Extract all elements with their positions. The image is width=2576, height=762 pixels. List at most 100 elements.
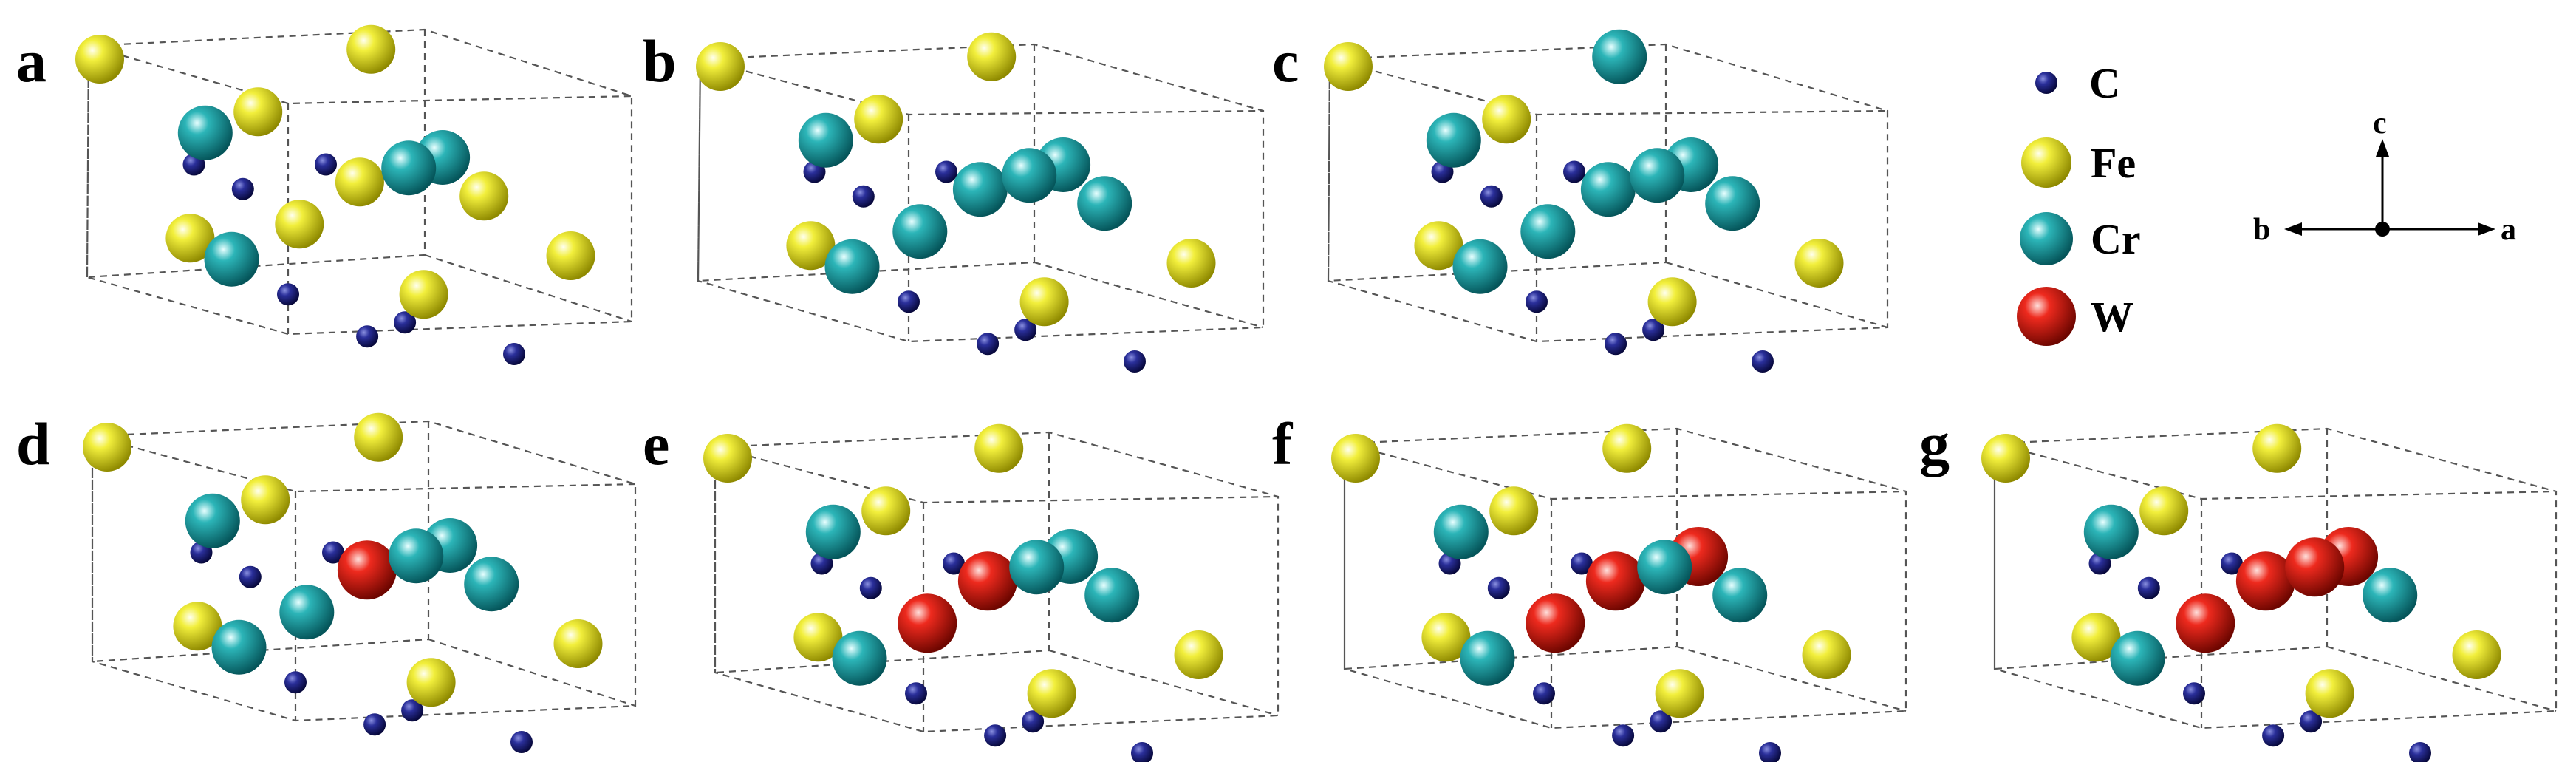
atoms-d xyxy=(83,412,603,753)
fe-atom xyxy=(1655,669,1704,718)
w-atom xyxy=(2176,593,2235,653)
cr-atom xyxy=(464,557,519,612)
carbon-atom xyxy=(401,699,424,722)
carbon-atom xyxy=(503,343,525,365)
carbon-atom xyxy=(1650,710,1673,733)
fe-atom xyxy=(275,200,324,249)
fe-atom xyxy=(406,658,456,707)
fe-atom xyxy=(1802,630,1851,679)
fe-atom xyxy=(2305,669,2354,718)
axis-label-c: c xyxy=(2373,106,2387,140)
w-atom xyxy=(1526,593,1585,653)
fe-atom xyxy=(1981,434,2030,483)
fe-atom xyxy=(1019,277,1069,327)
carbon-atom xyxy=(1605,333,1627,356)
carbon-atom xyxy=(2262,724,2285,747)
axis-label-a: a xyxy=(2501,213,2516,247)
cr-atom xyxy=(211,619,267,675)
fe-atom xyxy=(1414,221,1463,271)
panel-label: b xyxy=(643,27,677,95)
cr-atom xyxy=(1460,630,1515,686)
panel-d: d xyxy=(16,410,637,753)
cr-atom xyxy=(185,493,240,548)
carbon-atom xyxy=(1526,290,1548,313)
fe-atom xyxy=(1166,239,1216,288)
atoms-e xyxy=(703,423,1223,762)
fe-atom xyxy=(793,613,843,662)
carbon-atom xyxy=(1563,160,1585,183)
carbon-atom xyxy=(2300,710,2323,733)
panel-label: a xyxy=(16,27,47,95)
panel-a: a xyxy=(16,24,633,365)
cr-atom xyxy=(1084,568,1140,623)
fe-atom xyxy=(459,171,509,221)
axis-label-b: b xyxy=(2253,213,2270,247)
cr-atom xyxy=(1426,112,1481,168)
carbon-atom xyxy=(277,283,299,306)
w-atom xyxy=(2285,537,2345,597)
w-atom xyxy=(2235,551,2295,611)
axis-indicator: c b a xyxy=(2253,106,2516,247)
carbon-atom xyxy=(284,671,307,694)
panel-label: e xyxy=(643,410,669,477)
fe-atom xyxy=(854,95,903,144)
carbon-atom xyxy=(1642,319,1665,341)
carbon-atom xyxy=(315,153,337,176)
fe-atom xyxy=(165,214,215,263)
legend-swatch-fe xyxy=(2021,137,2071,188)
fe-atom xyxy=(2071,613,2121,662)
cr-atom xyxy=(1712,568,1768,623)
carbon-atom xyxy=(935,160,957,183)
legend-label-cr: Cr xyxy=(2091,215,2141,263)
legend-label-fe: Fe xyxy=(2091,139,2136,187)
panel-f: f xyxy=(1272,410,1907,762)
atoms-g xyxy=(1981,423,2501,762)
cr-atom xyxy=(1520,204,1576,259)
fe-atom xyxy=(399,270,448,319)
legend: C Fe Cr W xyxy=(2017,59,2141,346)
carbon-atom xyxy=(852,185,875,208)
cr-atom xyxy=(1637,540,1692,595)
carbon-atom xyxy=(1612,724,1635,747)
w-atom xyxy=(957,551,1017,611)
carbon-atom xyxy=(2137,576,2160,599)
carbon-atom xyxy=(394,311,417,334)
fe-atom xyxy=(83,423,131,472)
cr-atom xyxy=(952,162,1008,217)
carbon-atom xyxy=(356,325,379,348)
carbon-atom xyxy=(898,290,920,313)
atoms-b xyxy=(696,32,1216,373)
carbon-atom xyxy=(1752,350,1774,373)
panel-label: g xyxy=(1919,410,1950,477)
fe-atom xyxy=(346,24,396,74)
fe-atom xyxy=(335,157,384,207)
carbon-atom xyxy=(905,682,927,705)
cr-atom xyxy=(1580,162,1636,217)
carbon-atom xyxy=(1022,710,1045,733)
carbon-atom xyxy=(859,576,882,599)
fe-atom xyxy=(546,231,595,280)
fe-atom xyxy=(967,32,1017,81)
panel-label: d xyxy=(16,410,50,477)
carbon-atom xyxy=(2409,742,2431,762)
fe-atom xyxy=(1324,42,1373,91)
panel-g: g xyxy=(1919,410,2558,762)
carbon-atom xyxy=(977,333,1000,356)
cr-atom xyxy=(892,204,948,259)
legend-label-w: W xyxy=(2091,293,2133,341)
fe-atom xyxy=(2252,423,2302,473)
panel-label: f xyxy=(1272,410,1294,477)
carbon-atom xyxy=(1533,682,1555,705)
fe-atom xyxy=(75,35,124,84)
cr-atom xyxy=(279,585,335,640)
cr-atom xyxy=(1077,176,1132,231)
carbon-atom xyxy=(1571,552,1593,575)
cr-atom xyxy=(798,112,853,168)
legend-swatch-c xyxy=(2035,72,2057,94)
cr-atom xyxy=(177,105,233,160)
fe-atom xyxy=(786,221,836,271)
w-atom xyxy=(1585,551,1645,611)
carbon-atom xyxy=(239,565,262,588)
panel-e: e xyxy=(643,410,1280,762)
cr-atom xyxy=(1452,239,1508,294)
